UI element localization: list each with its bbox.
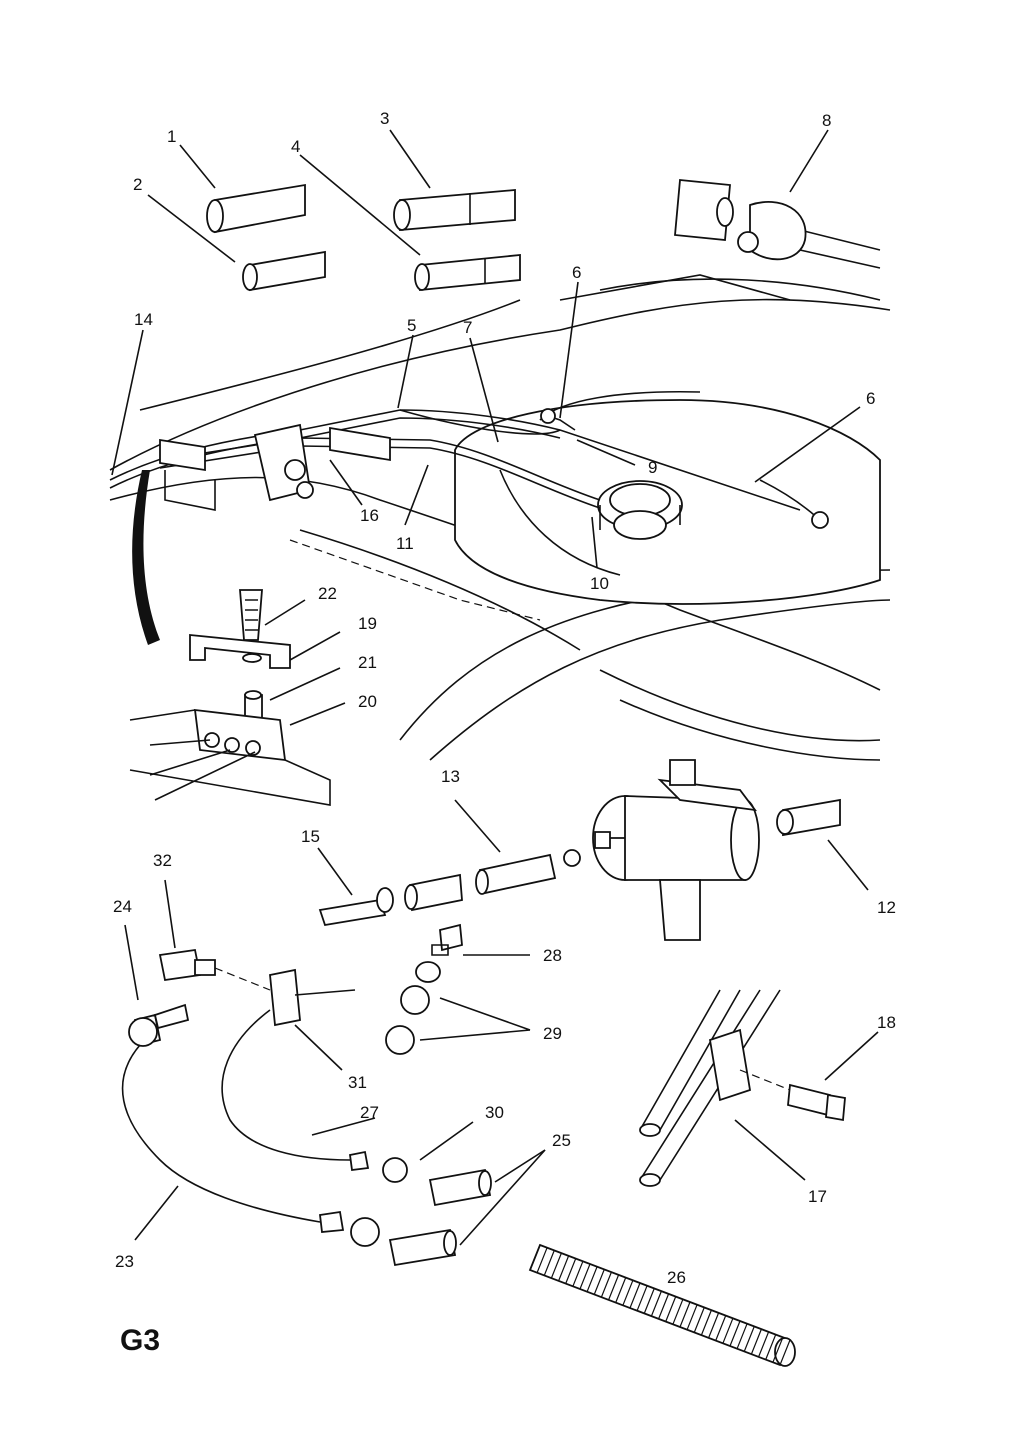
callout-26: 26 — [667, 1268, 686, 1287]
callout-22: 22 — [318, 584, 337, 603]
tank-sender-unit — [597, 480, 683, 540]
callout-29: 29 — [543, 1024, 562, 1043]
callout-2: 2 — [133, 175, 142, 194]
mounting-bracket-detail — [129, 589, 331, 806]
callout-20: 20 — [358, 692, 377, 711]
callout-11: 11 — [396, 534, 414, 553]
screws-grommets — [385, 923, 463, 1055]
callout-15: 15 — [301, 827, 320, 846]
callout-4: 4 — [291, 137, 300, 156]
hose-pieces-top — [206, 183, 521, 292]
callout-16: 16 — [360, 506, 379, 525]
valve-assembly — [253, 423, 314, 502]
callout-labels: 1 2 3 4 5 6 6 7 8 9 10 11 12 13 14 15 16… — [113, 109, 896, 1287]
connector-pipes — [121, 948, 370, 1233]
callout-14: 14 — [134, 310, 153, 329]
callout-24: 24 — [113, 897, 132, 916]
callout-23: 23 — [115, 1252, 134, 1271]
fuel-filter — [592, 759, 841, 941]
callout-6-right: 6 — [866, 389, 875, 408]
callout-3: 3 — [380, 109, 389, 128]
callout-30: 30 — [485, 1103, 504, 1122]
pipe-mount-17-18 — [639, 989, 846, 1187]
callout-7: 7 — [463, 318, 472, 337]
callout-5: 5 — [407, 316, 416, 335]
pipe-clip-part-8 — [674, 179, 881, 269]
callout-27: 27 — [360, 1103, 379, 1122]
callout-19: 19 — [358, 614, 377, 633]
callout-8: 8 — [822, 111, 831, 130]
callout-21: 21 — [358, 653, 377, 672]
hose-clips-25-30 — [350, 1157, 492, 1267]
hose-parts-13-15 — [318, 849, 581, 927]
callout-10: 10 — [590, 574, 609, 593]
corrugated-sleeve — [528, 1243, 796, 1367]
callout-6-top: 6 — [572, 263, 581, 282]
pipe-bracket-block — [159, 426, 391, 511]
leader-lines — [111, 129, 879, 1246]
callout-32: 32 — [153, 851, 172, 870]
detail-pointer-arrow — [132, 470, 160, 645]
callout-28: 28 — [543, 946, 562, 965]
callout-12: 12 — [877, 898, 896, 917]
callout-31: 31 — [348, 1073, 367, 1092]
callout-13: 13 — [441, 767, 460, 786]
callout-17: 17 — [808, 1187, 827, 1206]
callout-25: 25 — [552, 1131, 571, 1150]
callout-1: 1 — [167, 127, 176, 146]
callout-9: 9 — [648, 458, 657, 477]
section-code: G3 — [120, 1324, 160, 1357]
callout-18: 18 — [877, 1013, 896, 1032]
